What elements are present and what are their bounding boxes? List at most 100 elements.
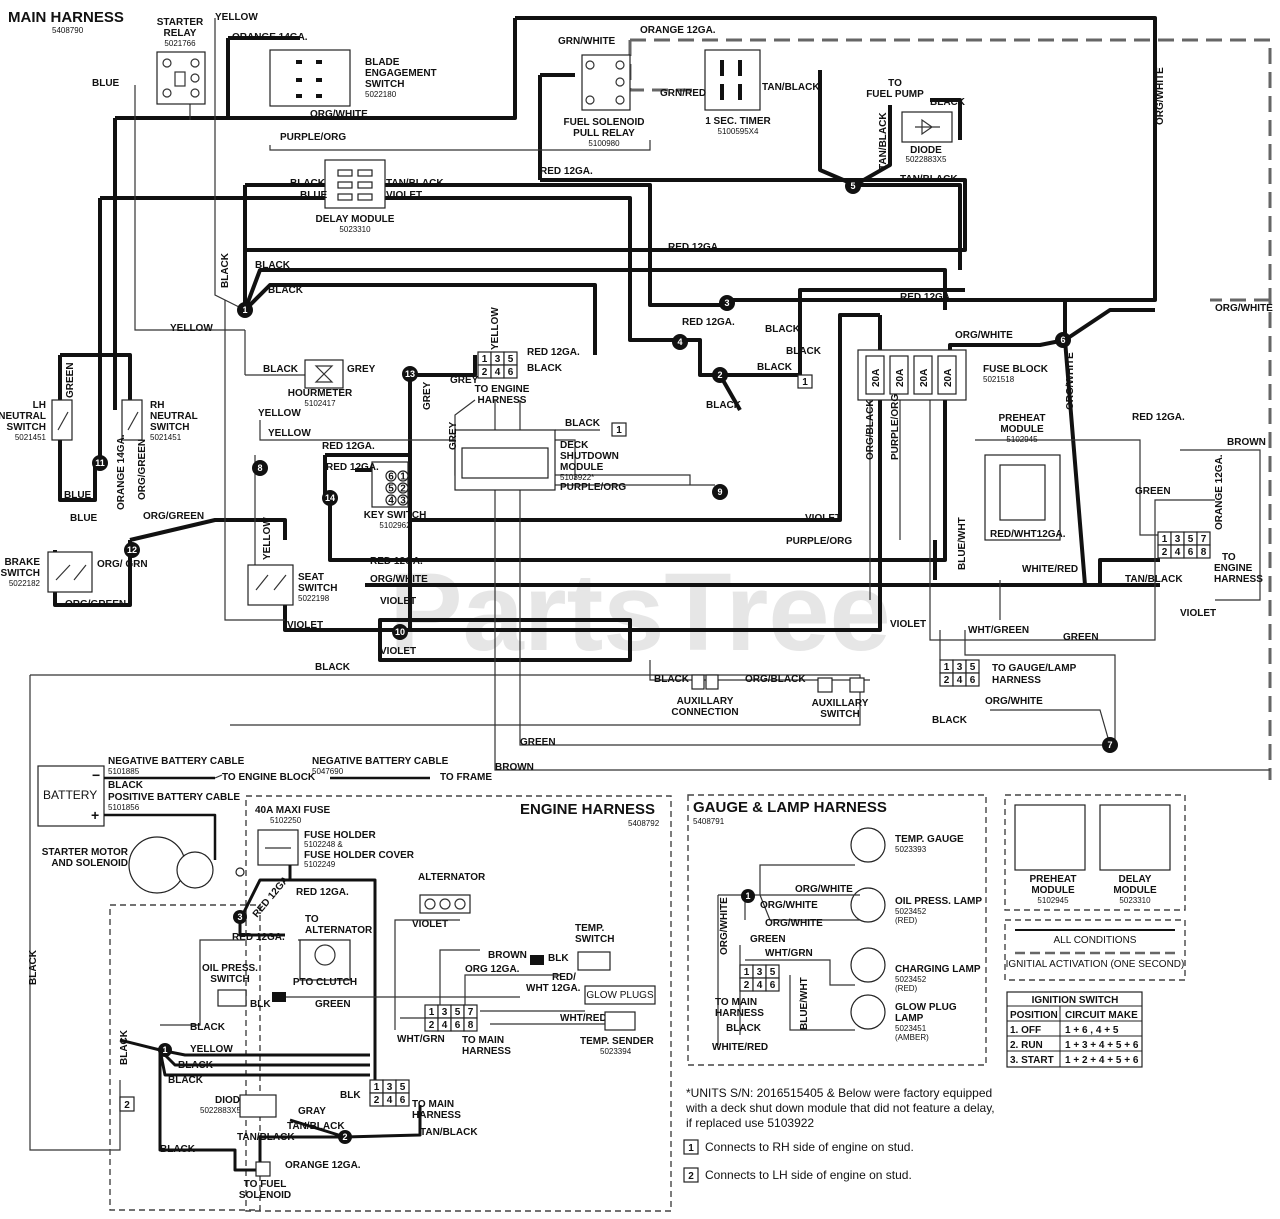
svg-text:5023310: 5023310 (339, 225, 371, 234)
svg-text:MODULE: MODULE (1113, 885, 1157, 896)
svg-text:5101885: 5101885 (108, 767, 140, 776)
svg-text:ORG/WHITE: ORG/WHITE (370, 574, 428, 585)
svg-text:GREEN: GREEN (65, 362, 76, 398)
seat-switch: SEAT SWITCH 5022198 (247, 564, 337, 606)
svg-text:DELAY: DELAY (1119, 874, 1152, 885)
connector-pin-number: 5 (400, 1082, 406, 1093)
connector-pin-number: 1 (374, 1082, 380, 1093)
svg-text:ORG/BLACK: ORG/BLACK (865, 399, 876, 460)
lh-neutral-switch: LH NEUTRAL SWITCH 5021451 (0, 399, 73, 442)
connector-pin-number: 2 (944, 675, 950, 686)
svg-text:1. OFF: 1. OFF (1010, 1025, 1041, 1036)
svg-text:5408791: 5408791 (693, 817, 725, 826)
svg-text:ALL CONDITIONS: ALL CONDITIONS (1054, 935, 1137, 946)
svg-text:5102250: 5102250 (270, 816, 302, 825)
svg-text:PURPLE/ORG: PURPLE/ORG (560, 482, 626, 493)
svg-text:ORANGE 14GA.: ORANGE 14GA. (232, 32, 308, 43)
svg-text:5023394: 5023394 (600, 1047, 632, 1056)
connector-pin (1196, 544, 1211, 559)
svg-text:ORG/WHITE: ORG/WHITE (1215, 303, 1273, 314)
svg-text:+: + (91, 807, 99, 823)
svg-text:BLACK: BLACK (706, 400, 742, 411)
brake-switch: BRAKE SWITCH 5022182 (1, 551, 93, 593)
svg-text:1 + 2 + 4 + 5 + 6: 1 + 2 + 4 + 5 + 6 (1065, 1055, 1139, 1066)
fuel-pump-diode: TO FUEL PUMP DIODE 5022883X5 (866, 78, 953, 164)
svg-text:10: 10 (395, 627, 405, 637)
svg-text:2: 2 (717, 370, 722, 380)
wire-top-red-loop (515, 16, 1157, 340)
wire-violet-node10 (378, 618, 632, 662)
svg-text:PREHEAT: PREHEAT (998, 413, 1045, 424)
svg-text:with a deck shut down module t: with a deck shut down module that did no… (685, 1101, 995, 1115)
svg-text:NEUTRAL: NEUTRAL (0, 411, 46, 422)
hourmeter: HOURMETER 5102417 (288, 359, 353, 408)
svg-text:5021451: 5021451 (150, 433, 182, 442)
svg-text:1: 1 (616, 425, 622, 436)
svg-text:BLACK: BLACK (220, 252, 231, 288)
svg-text:FUEL PUMP: FUEL PUMP (866, 89, 924, 100)
connector-pin (385, 470, 397, 482)
connector-pin-number: 5 (388, 484, 394, 495)
svg-text:RED 12GA.: RED 12GA. (326, 462, 379, 473)
svg-text:2. RUN: 2. RUN (1010, 1040, 1043, 1051)
svg-text:11: 11 (95, 458, 105, 468)
svg-text:SOLENOID: SOLENOID (239, 1190, 291, 1201)
connector-pin-number: 6 (970, 675, 976, 686)
svg-text:SWITCH: SWITCH (298, 583, 337, 594)
deck-shutdown-module: DECK SHUTDOWN MODULE 5103922* (454, 429, 619, 491)
svg-text:GREEN: GREEN (315, 999, 351, 1010)
svg-text:BLACK: BLACK (565, 418, 601, 429)
wire-violet-fuse (380, 315, 882, 632)
svg-text:BROWN: BROWN (488, 950, 527, 961)
svg-text:TAN/BLACK: TAN/BLACK (900, 174, 958, 185)
connector-pin-number: 5 (1188, 534, 1194, 545)
svg-text:IGNITIAL ACTIVATION (ONE SECON: IGNITIAL ACTIVATION (ONE SECOND) (1006, 959, 1185, 970)
svg-text:YELLOW: YELLOW (215, 12, 258, 23)
connector-pin-number: 4 (495, 367, 501, 378)
wire-grn-white (538, 73, 575, 180)
svg-text:1: 1 (745, 891, 750, 901)
svg-text:KEY SWITCH: KEY SWITCH (364, 510, 427, 521)
svg-text:HARNESS: HARNESS (992, 675, 1041, 686)
svg-text:3. START: 3. START (1010, 1055, 1054, 1066)
svg-text:13: 13 (405, 369, 415, 379)
svg-text:ORG/WHITE: ORG/WHITE (719, 897, 730, 955)
wire-node4 (680, 338, 720, 377)
svg-text:1: 1 (162, 1045, 167, 1055)
svg-text:GREY: GREY (422, 381, 433, 410)
svg-text:RH: RH (150, 400, 164, 411)
svg-text:WHT/GREEN: WHT/GREEN (968, 625, 1029, 636)
svg-text:5100595X4: 5100595X4 (718, 127, 759, 136)
svg-text:3: 3 (724, 298, 729, 308)
svg-text:PULL RELAY: PULL RELAY (573, 128, 635, 139)
wire-org-green (129, 518, 287, 542)
rh-neutral-switch: RH NEUTRAL SWITCH 5021451 (121, 399, 198, 442)
connector-pin-number: 4 (757, 980, 763, 991)
svg-text:STARTER: STARTER (157, 17, 204, 28)
svg-text:1 + 6 , 4 + 5: 1 + 6 , 4 + 5 (1065, 1025, 1119, 1036)
junction-7: 7 (1102, 737, 1118, 753)
svg-text:BLACK: BLACK (255, 260, 291, 271)
svg-text:AND SOLENOID: AND SOLENOID (51, 858, 128, 869)
svg-text:HARNESS: HARNESS (412, 1110, 461, 1121)
svg-text:ORG/GREEN: ORG/GREEN (65, 599, 126, 610)
junction-5: 5 (845, 178, 861, 194)
svg-text:SWITCH: SWITCH (575, 934, 614, 945)
wire-orange14-blade (226, 36, 300, 118)
svg-text:TAN/BLACK: TAN/BLACK (420, 1127, 478, 1138)
connector-pin-number: 1 (944, 662, 950, 673)
svg-text:ORG/GREEN: ORG/GREEN (143, 511, 204, 522)
svg-text:HARNESS: HARNESS (478, 395, 527, 406)
svg-text:RED 12GA.: RED 12GA. (527, 347, 580, 358)
svg-text:BLACK: BLACK (160, 1144, 196, 1155)
svg-text:WHITE/RED: WHITE/RED (712, 1042, 768, 1053)
svg-text:TEMP. SENDER: TEMP. SENDER (580, 1036, 654, 1047)
svg-text:PURPLE/ORG: PURPLE/ORG (786, 536, 852, 547)
connector-pin-number: 2 (482, 367, 488, 378)
connector-pin-number: 8 (1201, 547, 1207, 558)
svg-text:GAUGE & LAMP HARNESS: GAUGE & LAMP HARNESS (693, 799, 887, 816)
